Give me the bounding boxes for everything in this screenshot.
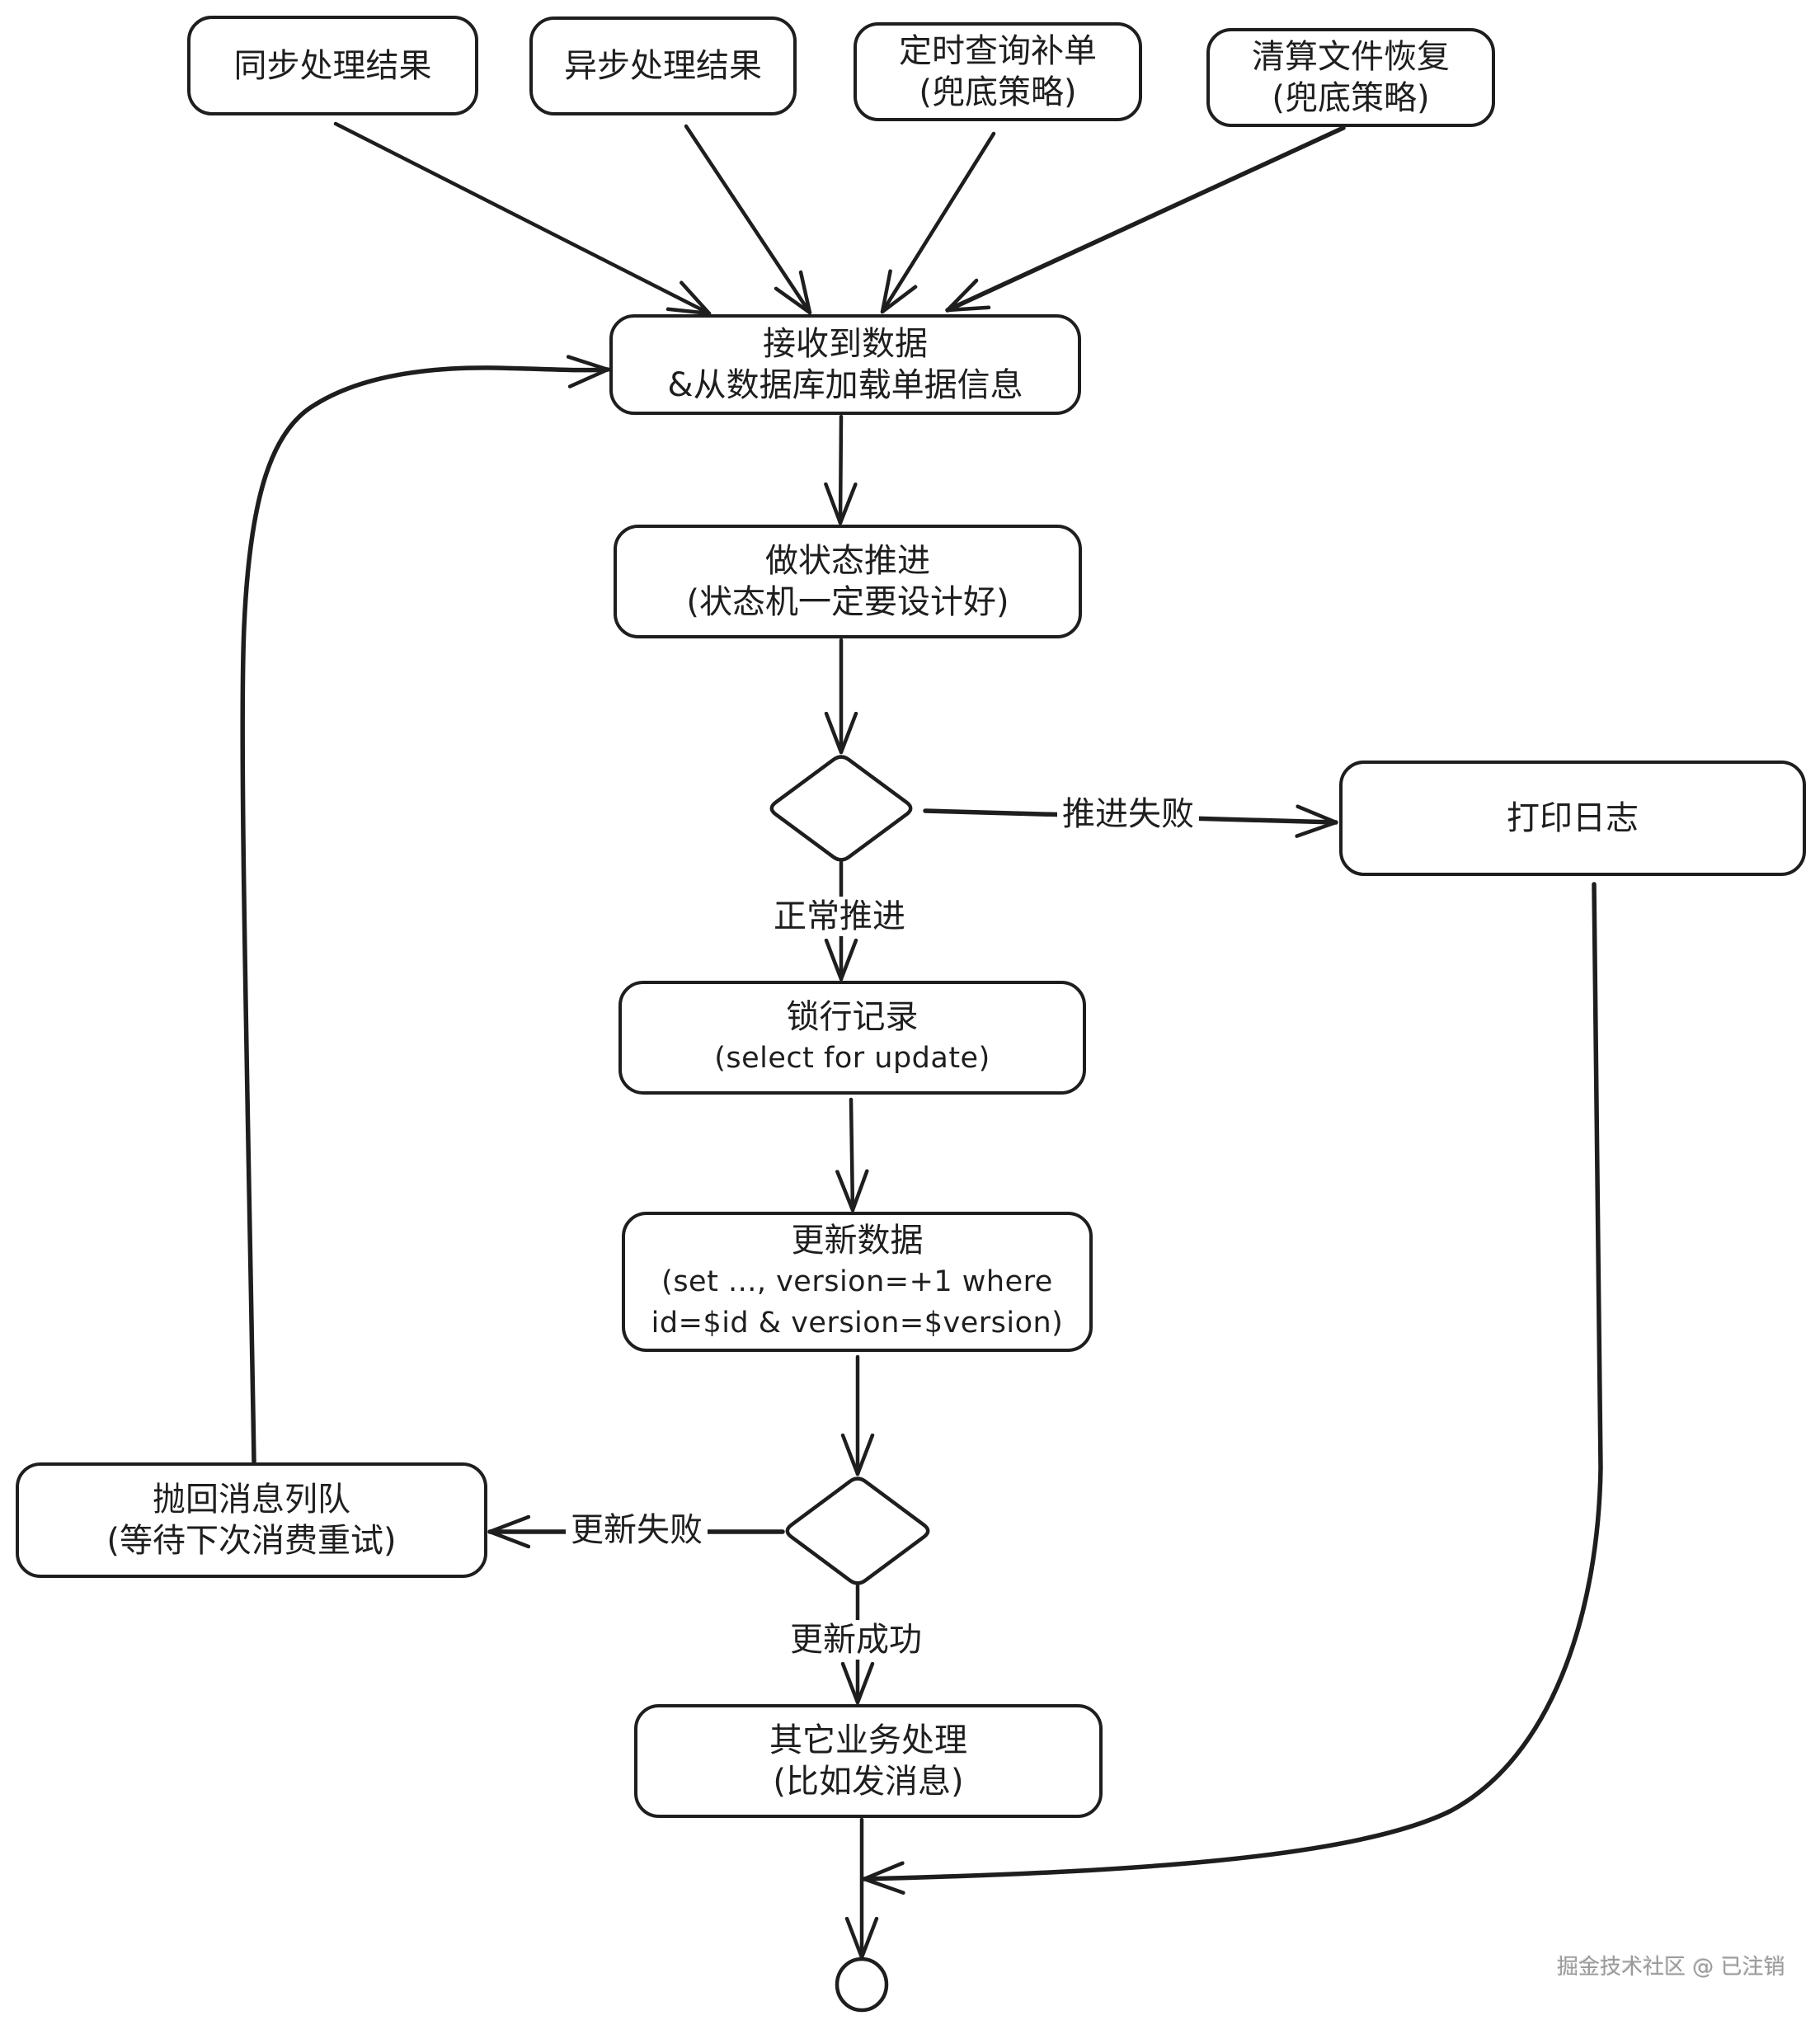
- node-label: 锁行记录: [786, 998, 919, 1036]
- node-sublabel: (set ..., version=+1 where: [661, 1265, 1053, 1298]
- node-scheduled-query: 定时查询补单 (兜底策略): [854, 22, 1142, 121]
- node-sublabel: (状态机一定要设计好): [686, 583, 1009, 621]
- edge-label-advance-normal: 正常推进: [769, 897, 910, 936]
- edge-scheduled-query-to-receive-data: [880, 131, 996, 314]
- node-sublabel: &从数据库加载单据信息: [667, 366, 1023, 404]
- node-label: 清算文件恢复: [1252, 38, 1450, 76]
- watermark: 掘金技术社区 @ 已注销: [1557, 1955, 1785, 1980]
- node-label: 打印日志: [1507, 799, 1639, 837]
- edge-settlement-recovery-to-receive-data: [945, 125, 1346, 313]
- node-other-business: 其它业务处理 (比如发消息): [634, 1704, 1103, 1818]
- end-state-circle: [835, 1957, 889, 2013]
- edge-sync-result-to-receive-data: [333, 121, 712, 316]
- node-label: 其它业务处理: [769, 1721, 967, 1759]
- node-print-log: 打印日志: [1339, 761, 1806, 876]
- advance-decision-diamond: [769, 755, 913, 862]
- node-state-advance: 做状态推进 (状态机一定要设计好): [614, 525, 1082, 638]
- node-sublabel: (等待下次消费重试): [106, 1522, 397, 1560]
- edge-receive-data-to-state-advance: [840, 414, 841, 525]
- node-receive-data: 接收到数据 &从数据库加载单据信息: [609, 314, 1081, 415]
- update-decision-diamond: [785, 1476, 930, 1585]
- node-label: 异步处理结果: [564, 47, 762, 85]
- node-settlement-recovery: 清算文件恢复 (兜底策略): [1206, 28, 1495, 127]
- node-label: 接收到数据: [763, 325, 928, 363]
- node-sublabel: id=$id & version=$version): [651, 1307, 1064, 1340]
- node-update-data: 更新数据 (set ..., version=+1 where id=$id &…: [622, 1212, 1093, 1352]
- edge-async-result-to-receive-data: [684, 124, 812, 315]
- node-label: 同步处理结果: [233, 46, 432, 85]
- node-sublabel: (select for update): [714, 1042, 990, 1075]
- node-label: 定时查询补单: [899, 32, 1097, 70]
- node-requeue: 抛回消息列队 (等待下次消费重试): [16, 1462, 487, 1578]
- node-label: 更新数据: [791, 1222, 924, 1260]
- node-sublabel: (兜底策略): [1272, 79, 1430, 117]
- node-label: 做状态推进: [765, 542, 930, 580]
- edge-label-advance-failed: 推进失败: [1057, 794, 1199, 834]
- node-label: 抛回消息列队: [153, 1481, 350, 1519]
- edge-lock-row-to-update-data: [851, 1097, 853, 1213]
- edge-label-update-success: 更新成功: [785, 1620, 927, 1660]
- node-sync-result: 同步处理结果: [187, 16, 478, 115]
- node-async-result: 异步处理结果: [529, 16, 797, 115]
- edge-print-log-to-end: [862, 882, 1603, 1879]
- edge-label-update-failed: 更新失败: [566, 1510, 708, 1550]
- edge-requeue-to-receive-data: [240, 368, 610, 1464]
- node-sublabel: (兜底策略): [919, 73, 1077, 111]
- node-sublabel: (比如发消息): [773, 1763, 964, 1801]
- node-lock-row: 锁行记录 (select for update): [618, 981, 1086, 1095]
